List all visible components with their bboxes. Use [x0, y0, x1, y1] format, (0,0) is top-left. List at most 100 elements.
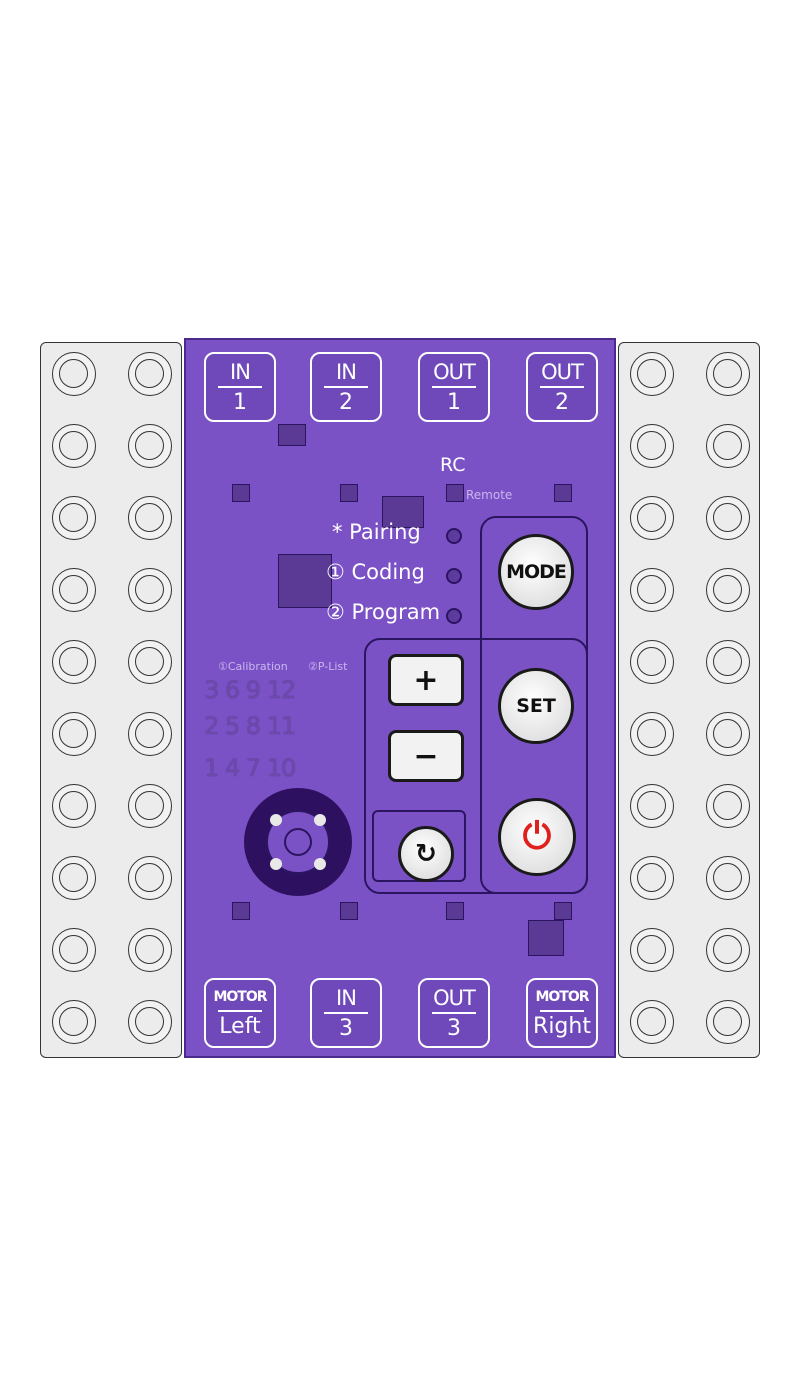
minus-button[interactable]: − [388, 730, 464, 782]
port-divider [432, 1012, 476, 1014]
led-coding [446, 568, 462, 584]
mode-label-coding: ① Coding [326, 560, 425, 584]
port-label-top: OUT [433, 986, 476, 1010]
port-label-bottom: 3 [447, 1016, 461, 1041]
crystal-chip [278, 424, 306, 446]
stud [706, 1000, 750, 1044]
pad [446, 484, 464, 502]
stud [52, 712, 96, 756]
pad [446, 902, 464, 920]
stud [52, 352, 96, 396]
stud [706, 496, 750, 540]
port-out-3[interactable]: OUT 3 [418, 978, 490, 1048]
stud [706, 640, 750, 684]
segment-row-middle: 2 5 8 11 [204, 712, 296, 740]
mounting-ring [244, 788, 352, 896]
mode-label-program: ② Program [326, 600, 441, 624]
reset-button[interactable]: ↻ [398, 826, 454, 882]
rc-label: RC [440, 454, 466, 476]
stud [128, 496, 172, 540]
port-label-top: OUT [433, 360, 476, 384]
stud [706, 712, 750, 756]
stud [128, 928, 172, 972]
stud [128, 424, 172, 468]
stud [52, 640, 96, 684]
port-label-top: OUT [541, 360, 584, 384]
stud [128, 352, 172, 396]
pad [232, 902, 250, 920]
pad [340, 484, 358, 502]
port-out-1[interactable]: OUT 1 [418, 352, 490, 422]
port-label-top: MOTOR [213, 989, 267, 1005]
port-label-bottom: Right [533, 1014, 591, 1039]
stud [128, 640, 172, 684]
stud [52, 928, 96, 972]
stud [706, 856, 750, 900]
remote-label: Remote [466, 488, 513, 502]
led-pairing [446, 528, 462, 544]
stud [630, 640, 674, 684]
port-label-top: IN [336, 986, 357, 1010]
controller-board: ①Calibration ②P-List 3 6 9 12 2 5 8 11 1… [184, 338, 616, 1058]
stud [706, 568, 750, 612]
silkscreen-plist: ②P-List [308, 660, 348, 673]
rf-chip [382, 496, 424, 528]
minus-icon: − [413, 738, 439, 774]
port-label-bottom: 1 [447, 390, 461, 415]
plus-button[interactable]: + [388, 654, 464, 706]
power-button[interactable]: ⏻ [498, 798, 576, 876]
mode-label-pairing: * Pairing [332, 520, 421, 544]
port-in-2[interactable]: IN 2 [310, 352, 382, 422]
port-label-bottom: 1 [233, 390, 247, 415]
port-label-bottom: Left [219, 1014, 261, 1039]
stud [706, 352, 750, 396]
port-motor-left[interactable]: MOTOR Left [204, 978, 276, 1048]
stud [630, 712, 674, 756]
lower-button-panel [364, 638, 588, 894]
port-divider [324, 1012, 368, 1014]
silkscreen-calibration: ①Calibration [218, 660, 288, 673]
port-label-top: IN [230, 360, 251, 384]
stud [52, 496, 96, 540]
port-divider [324, 386, 368, 388]
stud [706, 928, 750, 972]
port-label-bottom: 2 [339, 390, 353, 415]
pad [340, 902, 358, 920]
pad [554, 484, 572, 502]
stud [630, 928, 674, 972]
stud [52, 784, 96, 828]
stud [52, 1000, 96, 1044]
stud [128, 712, 172, 756]
port-motor-right[interactable]: MOTOR Right [526, 978, 598, 1048]
mcu-chip [278, 554, 332, 608]
stud [630, 352, 674, 396]
port-in-3[interactable]: IN 3 [310, 978, 382, 1048]
stud [630, 496, 674, 540]
stud [630, 856, 674, 900]
segment-row-top: 3 6 9 12 [204, 676, 296, 704]
reset-icon: ↻ [415, 839, 437, 869]
segment-row-bottom: 1 4 7 10 [204, 754, 296, 782]
port-label-top: IN [336, 360, 357, 384]
stud [52, 424, 96, 468]
stud [128, 1000, 172, 1044]
port-divider [432, 386, 476, 388]
port-in-1[interactable]: IN 1 [204, 352, 276, 422]
pad [554, 902, 572, 920]
power-icon: ⏻ [522, 816, 552, 857]
port-out-2[interactable]: OUT 2 [526, 352, 598, 422]
port-divider [540, 386, 584, 388]
stud [128, 856, 172, 900]
mode-button-label: MODE [506, 561, 567, 583]
driver-chip [528, 920, 564, 956]
set-button[interactable]: SET [498, 668, 574, 744]
plus-icon: + [413, 662, 439, 698]
stud [52, 856, 96, 900]
port-divider [218, 1010, 262, 1012]
stud [630, 1000, 674, 1044]
led-program [446, 608, 462, 624]
stud [706, 424, 750, 468]
mode-button[interactable]: MODE [498, 534, 574, 610]
stud [128, 568, 172, 612]
set-button-label: SET [516, 695, 556, 717]
